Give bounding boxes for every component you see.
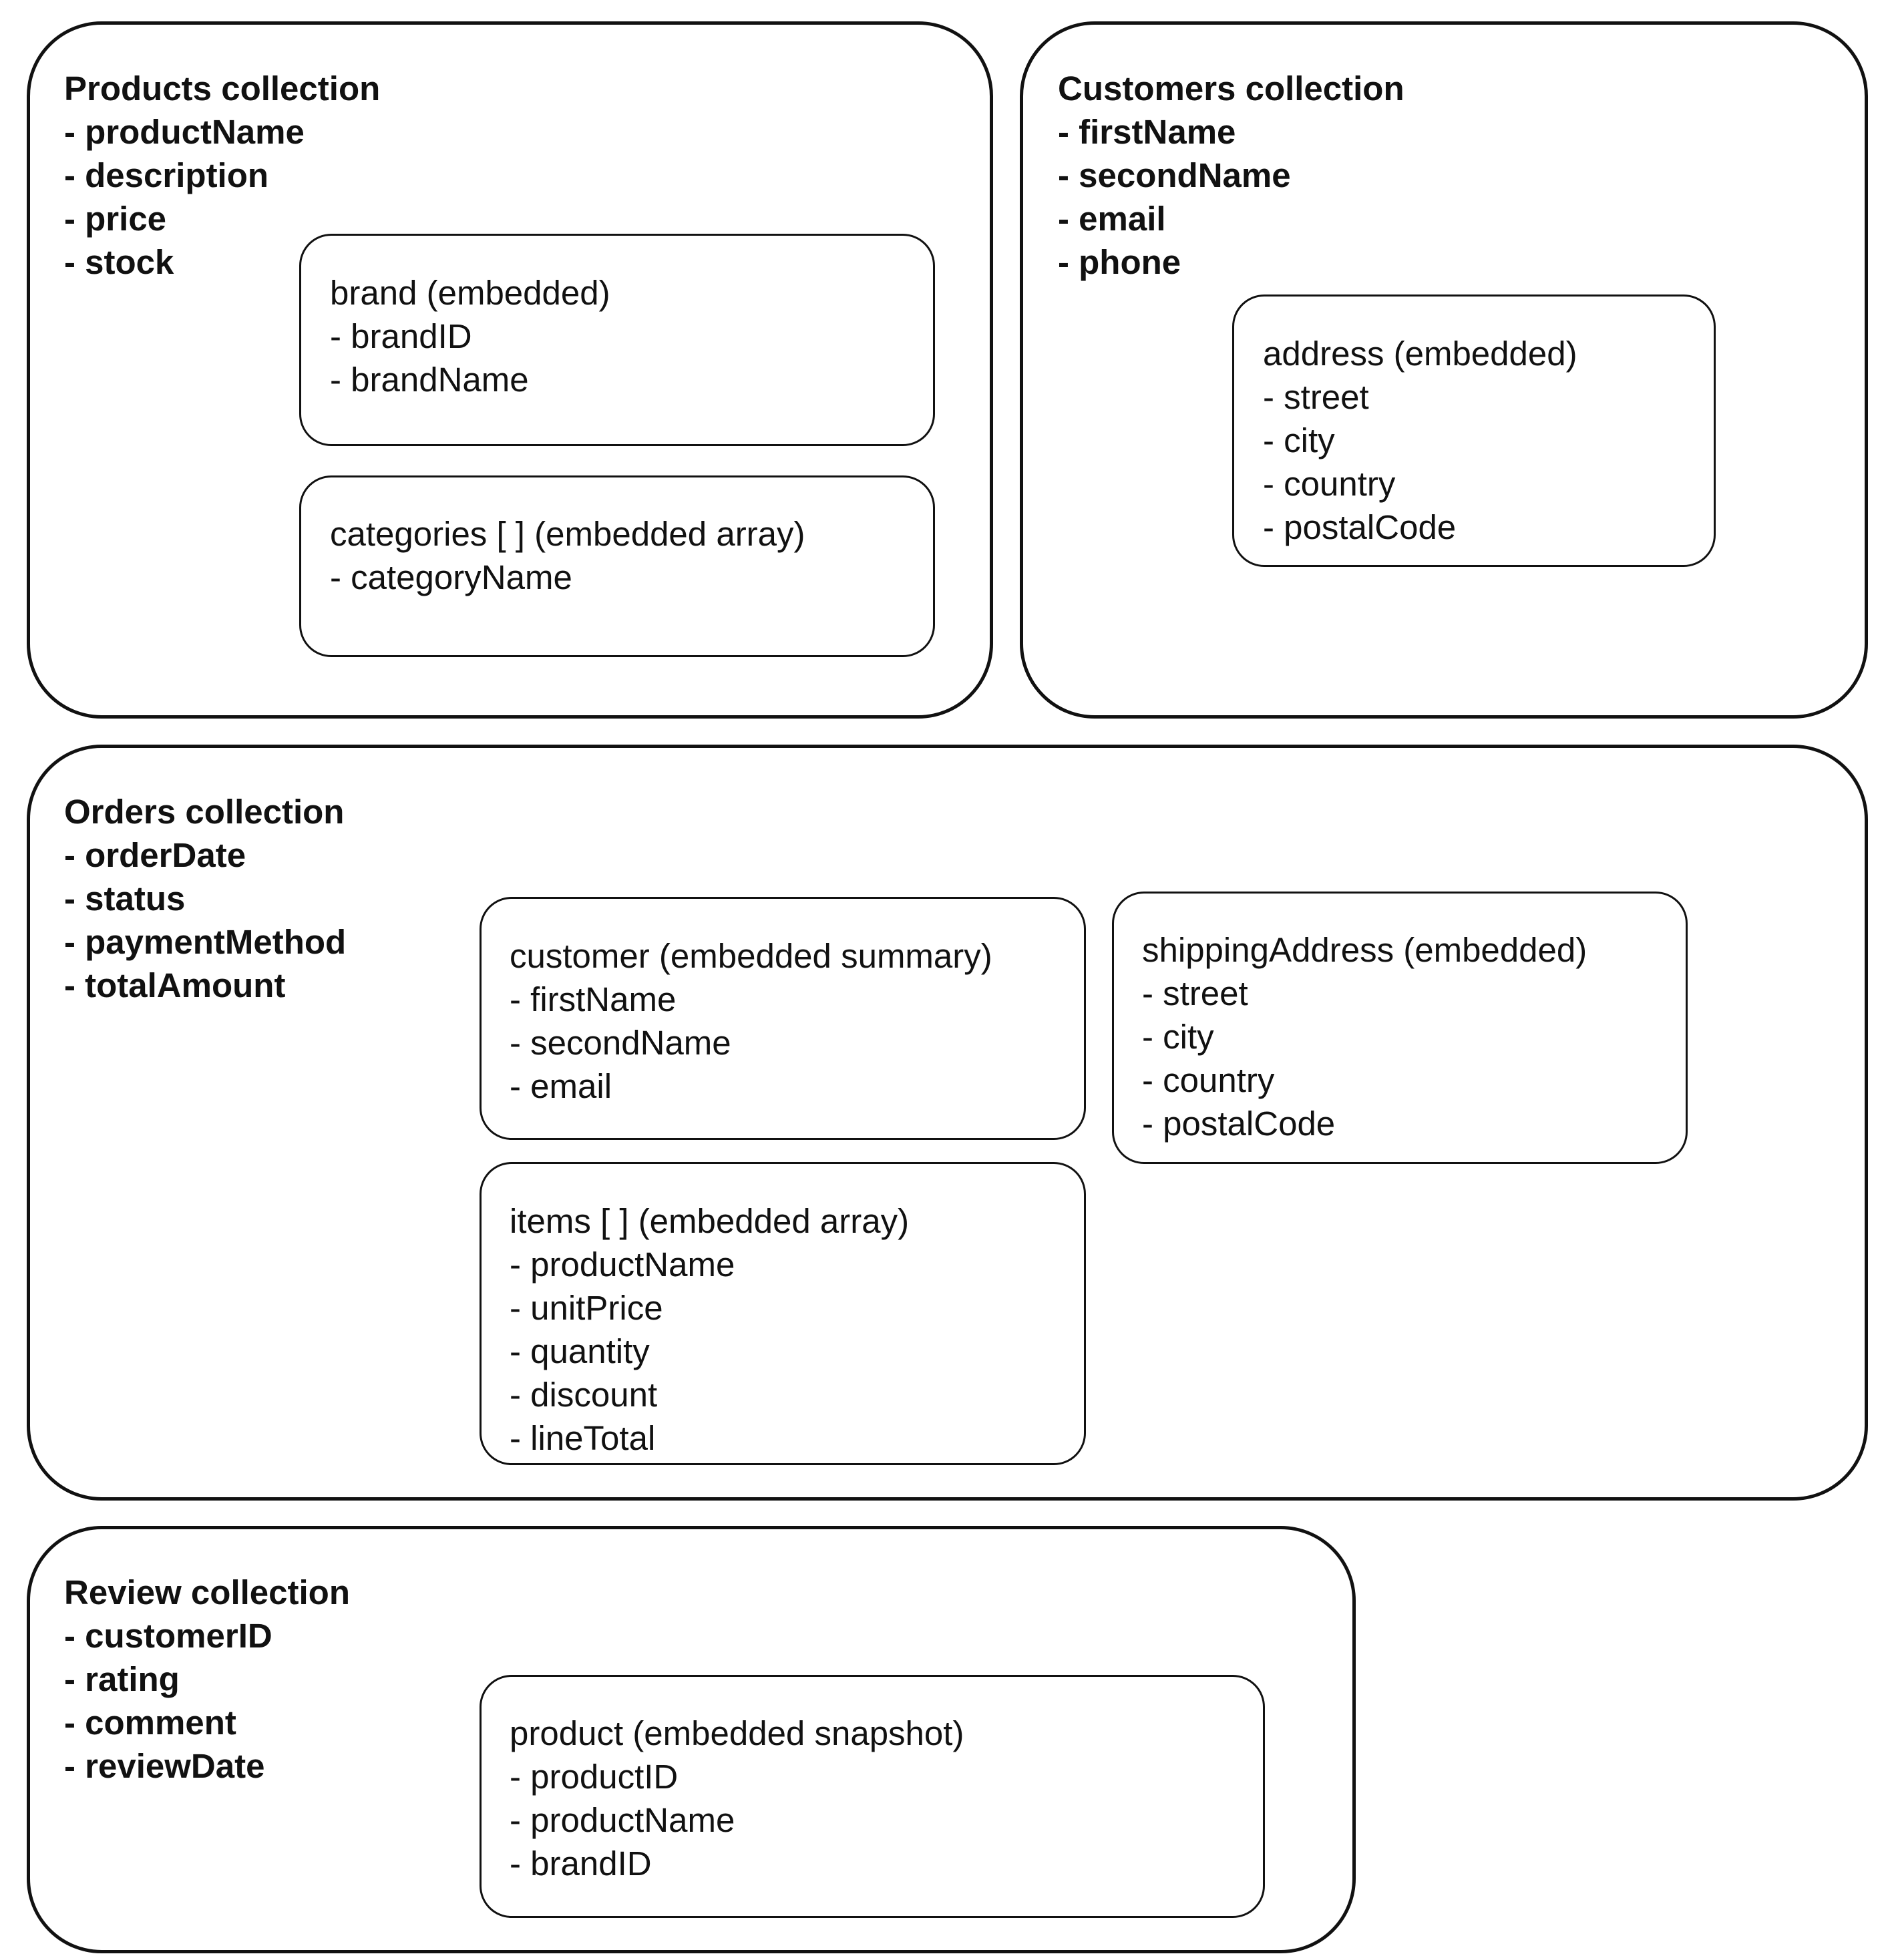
field-quantity: - quantity — [510, 1332, 650, 1370]
review-collection-title: Review collection — [64, 1573, 350, 1611]
items-embedded-title: items [ ] (embedded array) — [510, 1202, 910, 1240]
field-price: - price — [64, 200, 167, 238]
field-brand-id: - brandID — [510, 1844, 652, 1883]
products-collection-title: Products collection — [64, 69, 381, 108]
field-street: - street — [1263, 378, 1369, 416]
categories-embedded-title: categories [ ] (embedded array) — [330, 515, 805, 553]
orders-collection-title: Orders collection — [64, 793, 345, 831]
field-comment: - comment — [64, 1704, 236, 1742]
field-product-name: - productName — [510, 1245, 735, 1284]
customers-collection-title: Customers collection — [1058, 69, 1404, 108]
address-embedded-fields: address (embedded) - street - city - cou… — [1263, 332, 1577, 549]
categories-embedded-box — [299, 475, 935, 657]
field-street: - street — [1142, 974, 1248, 1012]
field-postal-code: - postalCode — [1142, 1105, 1336, 1143]
field-description: - description — [64, 156, 269, 194]
field-order-date: - orderDate — [64, 836, 246, 874]
field-first-name: - firstName — [510, 980, 677, 1018]
review-collection-fields: Review collection - customerID - rating … — [64, 1571, 350, 1788]
customer-summary-embedded-fields: customer (embedded summary) - firstName … — [510, 934, 992, 1108]
field-second-name: - secondName — [510, 1024, 731, 1062]
field-country: - country — [1142, 1061, 1275, 1099]
field-brand-id: - brandID — [330, 317, 472, 355]
shipping-address-embedded-fields: shippingAddress (embedded) - street - ci… — [1142, 928, 1587, 1145]
orders-collection-fields: Orders collection - orderDate - status -… — [64, 790, 346, 1007]
field-payment-method: - paymentMethod — [64, 923, 347, 961]
shipping-address-embedded-box — [1112, 892, 1688, 1164]
shipping-address-embedded-title: shippingAddress (embedded) — [1142, 931, 1587, 969]
field-total-amount: - totalAmount — [64, 966, 286, 1004]
field-product-id: - productID — [510, 1758, 679, 1796]
field-brand-name: - brandName — [330, 361, 529, 399]
items-embedded-fields: items [ ] (embedded array) - productName… — [510, 1199, 909, 1460]
field-line-total: - lineTotal — [510, 1419, 656, 1457]
customer-summary-embedded-box — [480, 897, 1086, 1140]
field-email: - email — [510, 1067, 612, 1105]
address-embedded-title: address (embedded) — [1263, 335, 1577, 373]
brand-embedded-title: brand (embedded) — [330, 274, 610, 312]
address-embedded-box — [1232, 295, 1716, 567]
field-country: - country — [1263, 465, 1396, 503]
product-snapshot-embedded-box — [480, 1675, 1265, 1918]
field-first-name: - firstName — [1058, 113, 1236, 151]
field-status: - status — [64, 879, 186, 918]
items-embedded-box — [480, 1162, 1086, 1465]
customer-summary-embedded-title: customer (embedded summary) — [510, 937, 992, 975]
field-city: - city — [1142, 1018, 1214, 1056]
field-stock: - stock — [64, 243, 174, 281]
field-city: - city — [1263, 421, 1335, 459]
field-phone: - phone — [1058, 243, 1181, 281]
product-snapshot-embedded-title: product (embedded snapshot) — [510, 1714, 964, 1752]
field-unit-price: - unitPrice — [510, 1289, 663, 1327]
field-category-name: - categoryName — [330, 558, 572, 596]
field-customer-id: - customerID — [64, 1617, 272, 1655]
field-review-date: - reviewDate — [64, 1747, 265, 1785]
product-snapshot-embedded-fields: product (embedded snapshot) - productID … — [510, 1712, 964, 1885]
field-postal-code: - postalCode — [1263, 508, 1457, 546]
field-discount: - discount — [510, 1376, 658, 1414]
field-product-name: - productName — [64, 113, 305, 151]
brand-embedded-fields: brand (embedded) - brandID - brandName — [330, 271, 610, 401]
field-rating: - rating — [64, 1660, 180, 1698]
customers-collection-fields: Customers collection - firstName - secon… — [1058, 67, 1404, 284]
field-second-name: - secondName — [1058, 156, 1291, 194]
field-product-name: - productName — [510, 1801, 735, 1839]
products-collection-fields: Products collection - productName - desc… — [64, 67, 380, 284]
field-email: - email — [1058, 200, 1166, 238]
brand-embedded-box — [299, 234, 935, 446]
categories-embedded-fields: categories [ ] (embedded array) - catego… — [330, 512, 805, 599]
